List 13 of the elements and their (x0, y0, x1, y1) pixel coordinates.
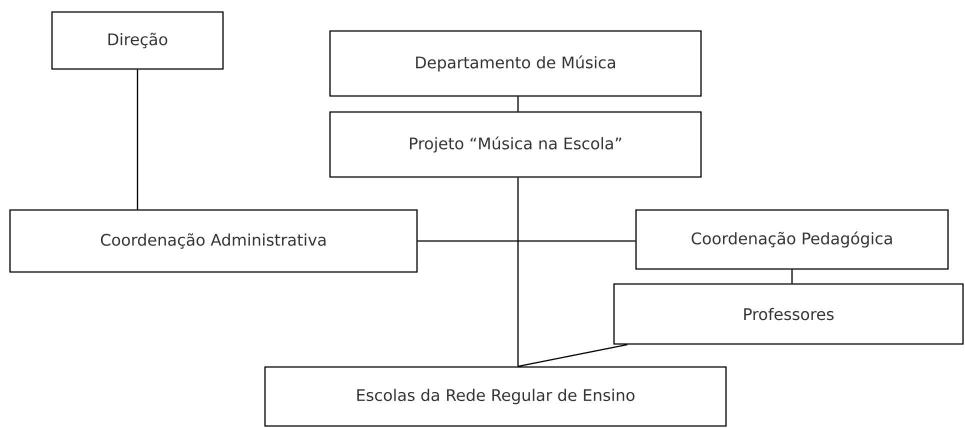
org-box: Professores (613, 283, 964, 345)
org-box: Coordenação Administrativa (9, 209, 418, 273)
org-box: Escolas da Rede Regular de Ensino (264, 366, 727, 427)
connector-line (418, 240, 636, 242)
connector-line (518, 344, 628, 367)
connector-line (791, 270, 793, 284)
connector-line (136, 70, 138, 210)
connector-line (517, 96, 519, 112)
org-box: Coordenação Pedagógica (635, 209, 949, 270)
org-box: Direção (51, 11, 224, 70)
org-box: Departamento de Música (329, 30, 702, 97)
org-box: Projeto “Música na Escola” (329, 111, 702, 178)
connector-line (517, 178, 519, 366)
